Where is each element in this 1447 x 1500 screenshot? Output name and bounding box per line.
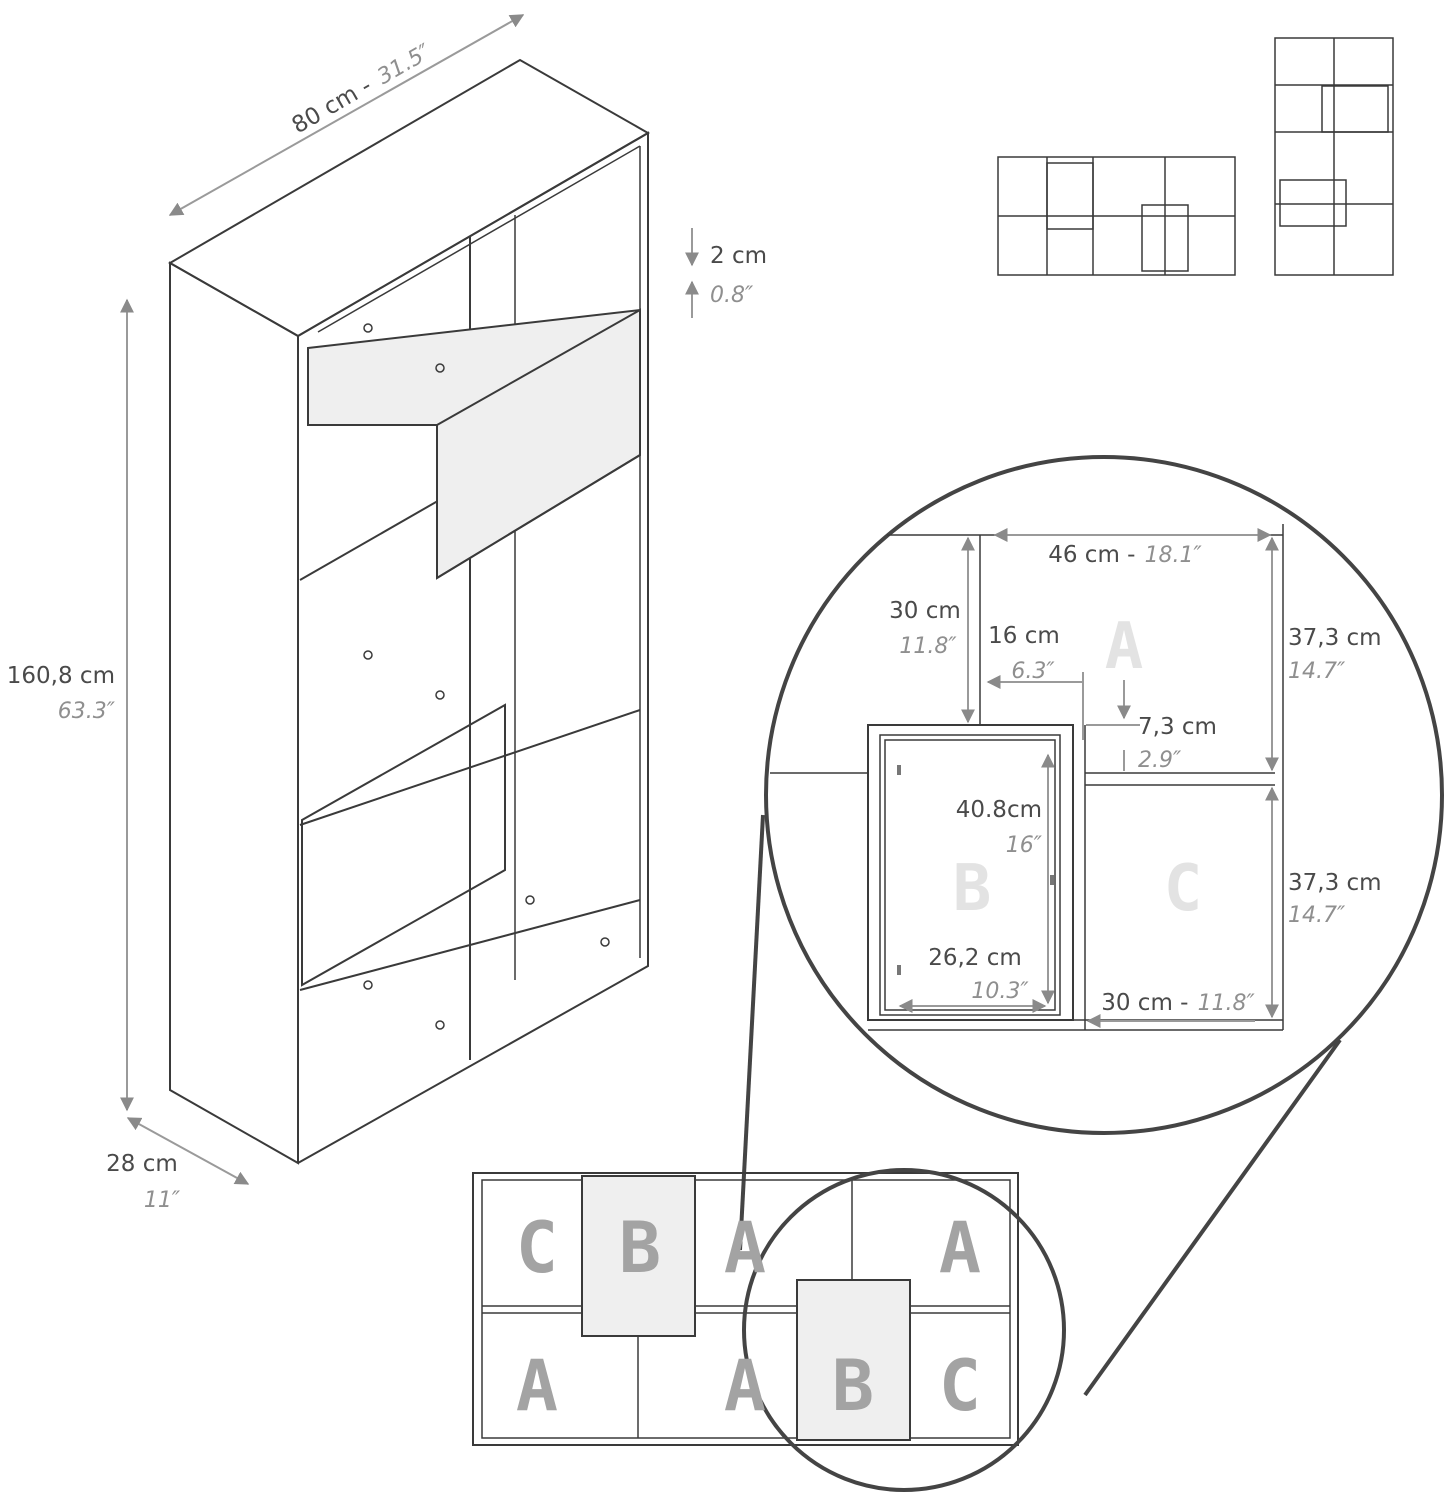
detail-offset-in: 6.3″ (1011, 659, 1055, 684)
detail-offset-cm: 16 cm (988, 623, 1060, 649)
detail-right-upper-cm: 37,3 cm (1288, 625, 1382, 651)
layout-top-label-4: A (939, 1207, 981, 1289)
config-horizontal-thumbnail (997, 156, 1236, 276)
layout-top-label-2: B (619, 1207, 661, 1289)
detail-bottom-width: 30 cm - 11.8″ (1101, 990, 1255, 1016)
detail-left-height-in: 11.8″ (899, 634, 957, 659)
layout-top-label-3: A (724, 1207, 766, 1289)
detail-right-upper-in: 14.7″ (1288, 659, 1346, 684)
layout-bottom-label-4: C (939, 1345, 981, 1427)
bookcase-isometric (167, 58, 651, 1165)
thickness-in: 0.8″ (710, 283, 754, 308)
layout-top-label-1: C (516, 1207, 558, 1289)
depth-in: 11″ (144, 1188, 181, 1213)
detail-door-height-cm: 40.8cm (956, 797, 1042, 823)
dimension-lines (120, 14, 699, 1185)
detail-door-height-in: 16″ (1006, 833, 1043, 858)
detail-letter-c: C (1164, 852, 1203, 926)
depth-cm: 28 cm (106, 1151, 178, 1177)
width-label: 80 cm - 31.5″ (288, 38, 436, 139)
detail-right-lower-in: 14.7″ (1288, 903, 1346, 928)
layout-plan (472, 1168, 1066, 1492)
height-cm: 160,8 cm (7, 663, 115, 689)
detail-step-cm: 7,3 cm (1138, 714, 1217, 740)
detail-right-lower-cm: 37,3 cm (1288, 870, 1382, 896)
layout-bottom-label-1: A (516, 1345, 558, 1427)
config-vertical-thumbnail (1274, 37, 1394, 276)
layout-bottom-label-2: A (724, 1345, 766, 1427)
detail-door-width-in: 10.3″ (971, 979, 1029, 1004)
detail-door-width-cm: 26,2 cm (928, 945, 1022, 971)
detail-letter-a: A (1105, 610, 1144, 684)
detail-step-in: 2.9″ (1138, 748, 1182, 773)
height-in: 63.3″ (58, 699, 116, 724)
detail-letter-b: B (953, 852, 992, 926)
svg-text:80 cm - 31.5″: 80 cm - 31.5″ (288, 38, 436, 139)
layout-bottom-label-3: B (832, 1345, 874, 1427)
detail-top-width: 46 cm - 18.1″ (1048, 542, 1202, 568)
detail-left-height-cm: 30 cm (889, 598, 961, 624)
thickness-cm: 2 cm (710, 243, 767, 269)
detail-magnifier (738, 455, 1444, 1397)
